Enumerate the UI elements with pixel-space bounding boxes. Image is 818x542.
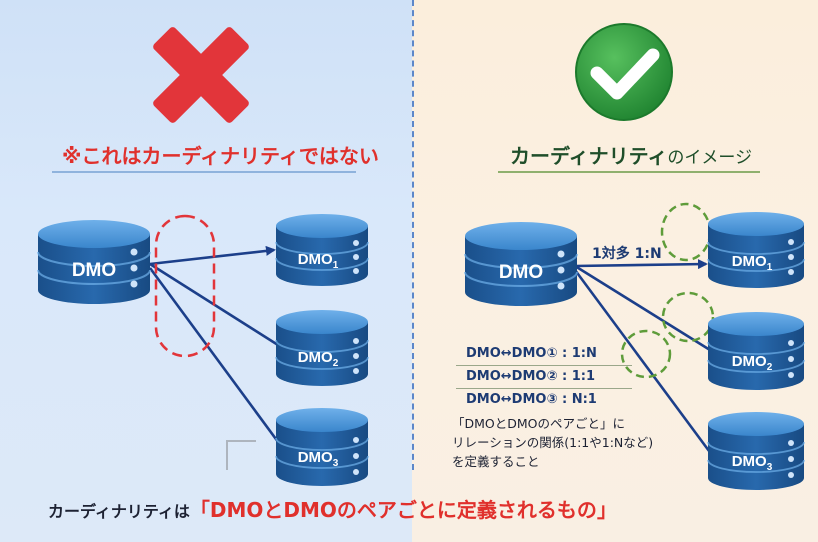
right-heading: カーディナリティのイメージ [510,140,752,169]
check-icon [575,23,673,121]
note-line-3: を定義すること [452,454,540,469]
footer-caption: カーディナリティは「DMOとDMOのペアごとに定義されるもの」 [48,494,617,523]
left-target-2-label: DMO2 [298,349,339,369]
db-right-target-1 [707,212,805,288]
relation-divider-1 [456,365,632,366]
db-right-source [464,222,578,306]
relation-row-1: DMO↔DMO① : 1:N [466,346,597,361]
left-target-1-label: DMO1 [298,251,339,271]
right-heading-underline [498,171,760,173]
left-heading-underline [52,171,356,173]
footer-prefix: カーディナリティは [48,502,190,521]
relation-divider-2 [456,388,632,389]
right-connections [573,259,714,456]
left-connections [148,245,286,451]
note-line-2: リレーションの関係(1:1や1:Nなど) [452,435,654,450]
db-left-source [37,220,151,304]
relation-row-2: DMO↔DMO② : 1:1 [466,369,595,384]
cross-icon [153,27,249,123]
db-left-target-2 [275,310,369,386]
right-source-label: DMO [499,262,543,283]
left-target-3-label: DMO3 [298,449,339,469]
footer-bracket-close: 」 [596,498,617,522]
right-heading-rest: のイメージ [667,148,753,168]
footer-bracket-open: 「 [189,498,210,522]
right-target-1-label: DMO1 [732,253,773,273]
relation-row-3: DMO↔DMO③ : N:1 [466,392,597,407]
left-heading: ※これはカーディナリティではない [62,144,379,168]
left-source-label: DMO [72,260,116,281]
db-left-target-3 [275,408,369,486]
note-line-1: 「DMOとDMOのペアごと」に [452,416,625,431]
red-dashed-group-outline [154,214,216,358]
right-heading-emphasis: カーディナリティ [510,144,668,168]
definition-note: 「DMOとDMOのペアごと」に リレーションの関係(1:1や1:Nなど) を定義… [452,414,653,471]
db-right-target-2 [707,312,805,390]
arrow-label: 1対多 1:N [592,245,662,262]
footer-highlight: DMOとDMOのペアごとに定義されるもの [209,498,597,522]
db-right-target-3 [707,412,805,490]
panel-divider [412,0,414,470]
right-target-2-label: DMO2 [732,353,773,373]
right-target-3-label: DMO3 [732,453,773,473]
db-left-target-1 [275,214,369,286]
corner-bracket [226,440,256,470]
